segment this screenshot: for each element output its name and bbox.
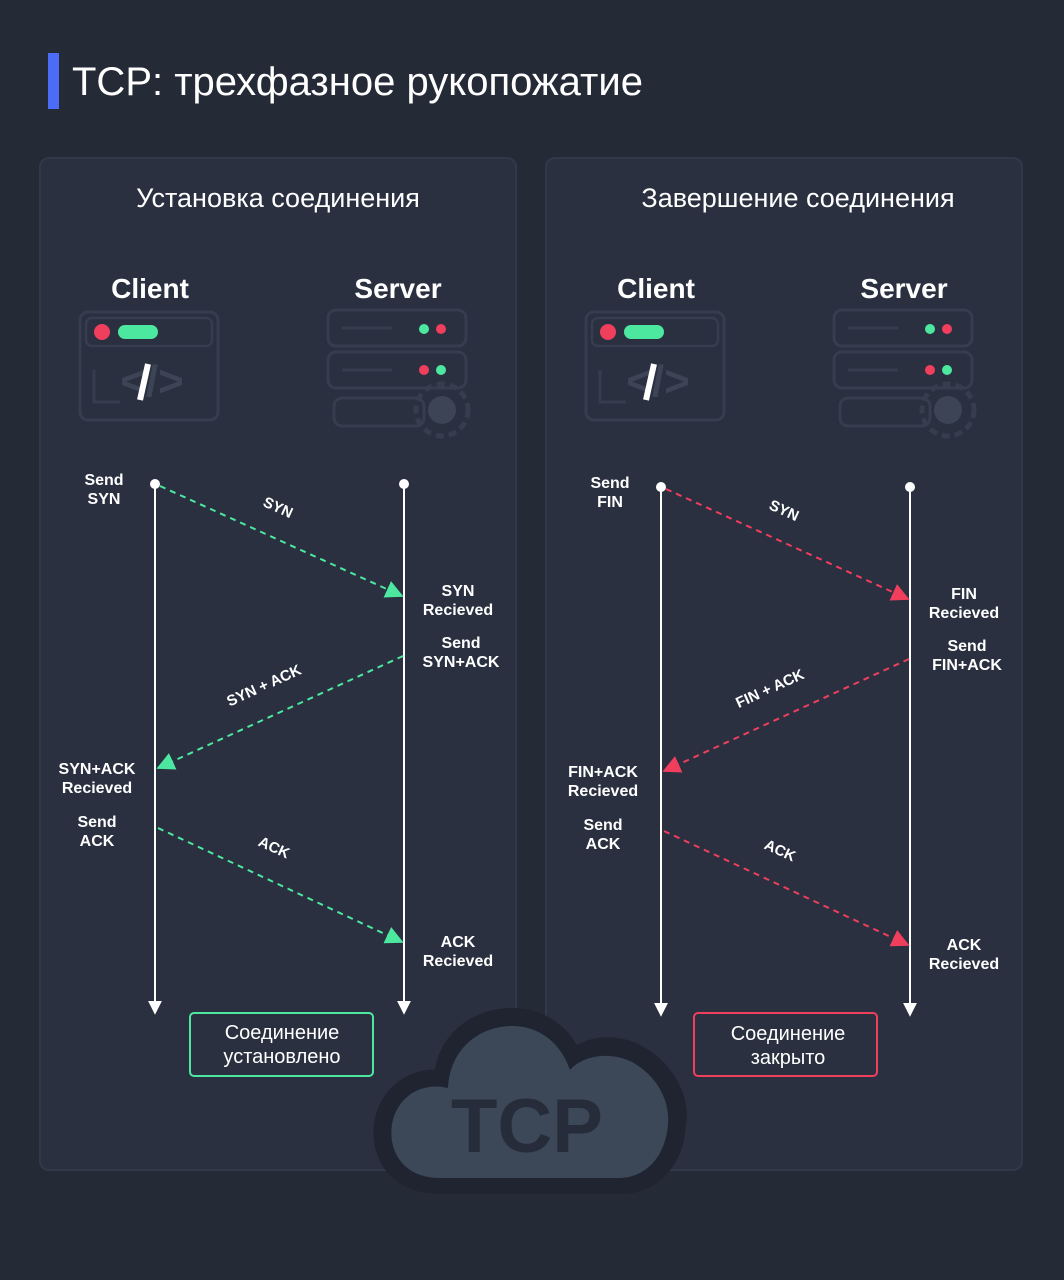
page-title: TCP: трехфазное рукопожатие [72,60,643,104]
right-msg-1-arrow [665,488,910,601]
right-panel-heading: Завершение соединения [641,183,954,213]
server-rack-icon [326,308,471,439]
left-msg-3-label: ACK [256,833,293,862]
left-client-label: Client [111,273,189,304]
left-server-label: Server [354,273,441,304]
title-accent-bar [48,53,59,109]
right-msg-2-arrow [662,658,910,773]
tcp-cloud-icon: TCP [373,1008,687,1194]
right-msg-1-label: SYN [766,497,801,525]
left-status-box [189,1012,374,1077]
cloud-label: TCP [451,1084,603,1169]
svg-text:</>: </> [626,357,690,406]
client-window-icon: </> [78,310,220,422]
right-msg-3-arrow [663,830,910,947]
right-client-label: Client [617,273,695,304]
right-status-box [693,1012,878,1077]
client-window-icon: </> [584,310,726,422]
left-panel-heading: Установка соединения [136,183,420,213]
left-diagram: Установка соединения Client Server </> [59,183,500,1077]
left-msg-1-arrow [159,485,404,598]
left-msg-2-arrow [156,655,404,770]
right-msg-3-label: ACK [762,836,799,865]
left-msg-3-arrow [157,827,404,944]
right-diagram: Завершение соединения Client Server </> [568,183,1002,1077]
right-msg-2-label: FIN + ACK [733,666,807,712]
left-msg-2-label: SYN + ACK [224,662,304,711]
left-msg-1-label: SYN [260,494,295,522]
svg-text:</>: </> [120,357,184,406]
right-server-label: Server [860,273,947,304]
server-rack-icon [832,308,977,439]
